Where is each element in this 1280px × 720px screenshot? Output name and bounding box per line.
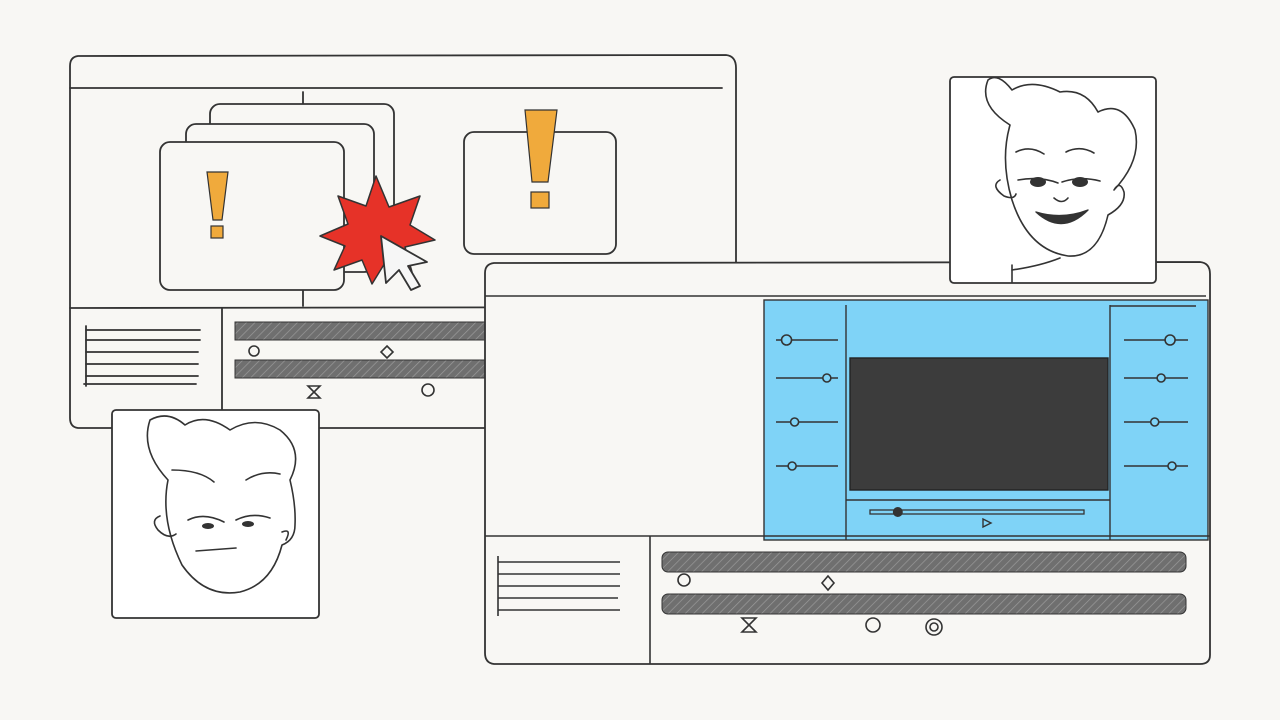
happy-user-avatar: [949, 76, 1157, 284]
playhead[interactable]: [892, 507, 903, 517]
stacked-warning-cards: [159, 103, 395, 291]
timeline-track[interactable]: [661, 551, 1187, 573]
right-sliders: [1124, 339, 1188, 467]
video-preview[interactable]: [849, 357, 1109, 491]
left-slider-knobs: [780, 334, 832, 471]
mouse-pointer-icon: [380, 235, 428, 291]
play-icon[interactable]: [982, 517, 993, 529]
slider-knob[interactable]: [789, 417, 800, 427]
timeline-track[interactable]: [234, 321, 486, 341]
new-timeline: [661, 551, 1187, 636]
layer-list: [497, 556, 620, 616]
slider-knob[interactable]: [787, 461, 797, 471]
circle-marker[interactable]: [421, 383, 435, 397]
hourglass-marker[interactable]: [740, 617, 758, 633]
slider-knob[interactable]: [1164, 334, 1176, 346]
slider-knob[interactable]: [1156, 373, 1166, 383]
diamond-marker[interactable]: [820, 574, 836, 592]
double-circle-marker[interactable]: [925, 618, 943, 636]
circle-marker[interactable]: [248, 345, 260, 357]
slider-knob[interactable]: [1167, 461, 1177, 471]
slider-knob[interactable]: [1149, 417, 1160, 427]
new-editor-window: [484, 261, 1211, 665]
exclamation-icon: [524, 109, 558, 209]
playback-bar[interactable]: [869, 507, 1085, 529]
circle-marker[interactable]: [677, 573, 691, 587]
layer-list: [83, 325, 201, 387]
timeline-track[interactable]: [234, 359, 486, 379]
diamond-marker[interactable]: [379, 344, 395, 360]
exclamation-icon: [206, 171, 229, 239]
circle-marker[interactable]: [865, 617, 881, 633]
slider-knob[interactable]: [822, 373, 832, 383]
hourglass-marker[interactable]: [306, 385, 322, 399]
right-slider-knobs: [1149, 334, 1177, 471]
warning-card[interactable]: [159, 141, 345, 291]
frustrated-user-avatar: [111, 409, 320, 619]
timeline-track[interactable]: [661, 593, 1187, 615]
old-timeline: [234, 321, 486, 399]
slider-knob[interactable]: [780, 334, 793, 346]
